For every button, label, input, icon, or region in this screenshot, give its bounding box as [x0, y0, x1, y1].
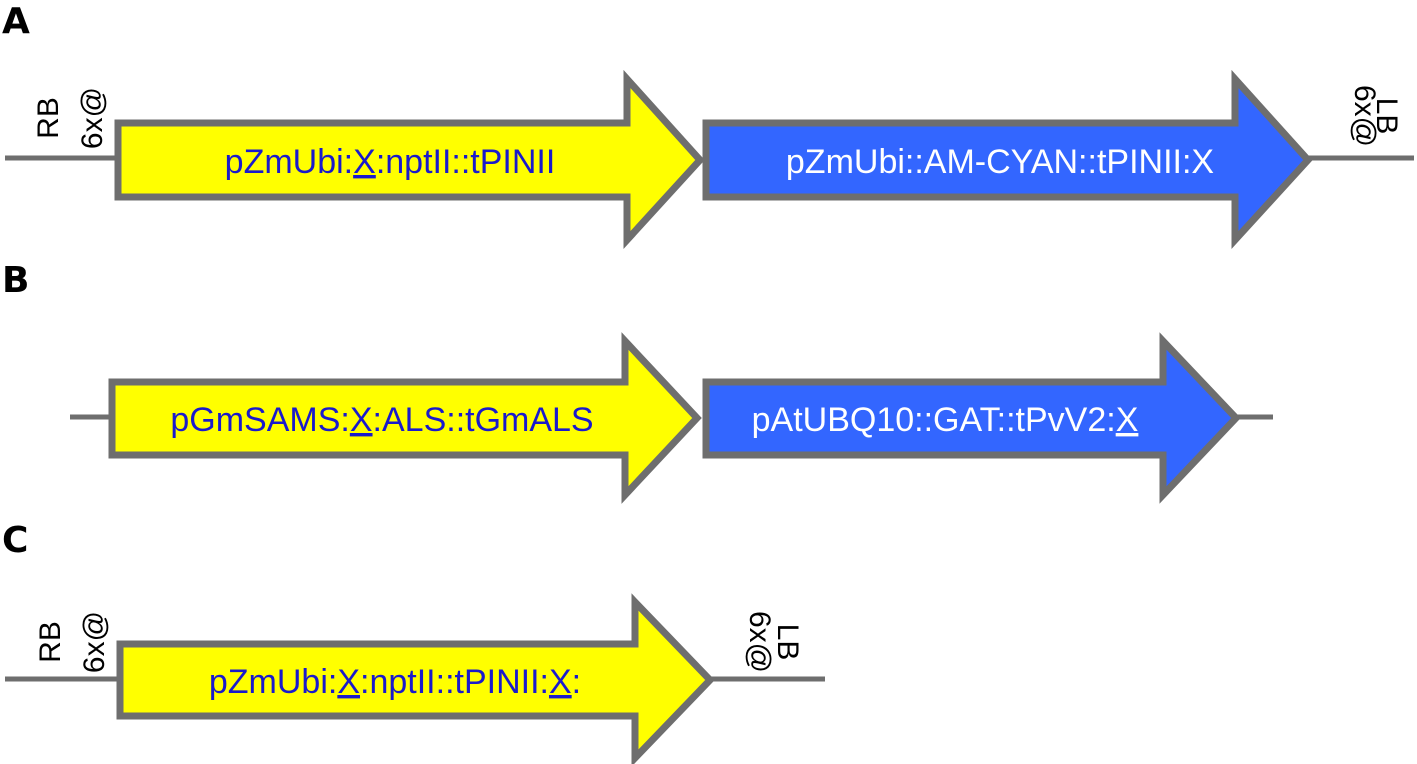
panel-label-b: B	[2, 260, 29, 301]
lb-repeat-label-a: 6x@	[1348, 85, 1381, 147]
reporter-cassette-arrow-a	[702, 69, 1313, 250]
rb-repeat-label-a: 6x@	[76, 87, 109, 149]
panel-label-a: A	[2, 1, 30, 42]
panel-label-c: C	[2, 520, 28, 561]
cassette-label-b2: pAtUBQ10::GAT::tPvV2:X	[752, 401, 1139, 439]
herbicide-cassette-arrow-b	[702, 332, 1241, 504]
lb-repeat-label-c: 6x@	[743, 611, 776, 673]
cassette-label-a1: pZmUbi:X:nptII::tPINII	[225, 143, 556, 181]
rb-label-a: RB	[32, 97, 65, 139]
cassette-label-b1: pGmSAMS:X:ALS::tGmALS	[170, 401, 593, 439]
lb-label-a: LB	[1370, 98, 1403, 135]
cassette-label-a2: pZmUbi::AM-CYAN::tPINII:X	[786, 143, 1214, 181]
selection-cassette-arrow-a	[114, 69, 705, 250]
selection-cassette-arrow-c	[116, 593, 715, 764]
rb-label-c: RB	[34, 621, 67, 663]
rb-repeat-label-c: 6x@	[78, 611, 111, 673]
selection-cassette-arrow-b	[108, 332, 702, 504]
lb-label-c: LB	[771, 624, 804, 661]
cassette-label-c1: pZmUbi:X:nptII::tPINII:X:	[209, 663, 581, 701]
